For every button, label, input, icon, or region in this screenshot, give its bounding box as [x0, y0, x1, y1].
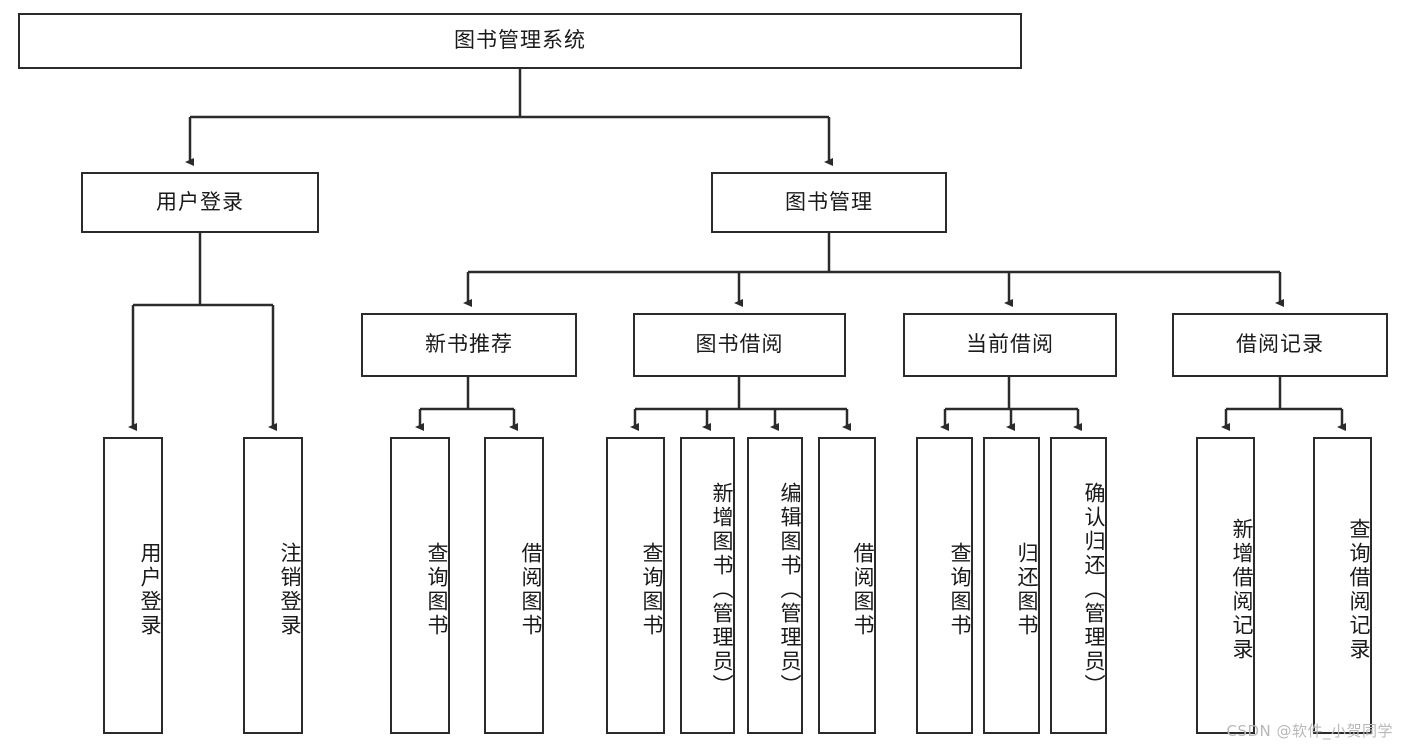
- csdn-watermark: CSDN @软件_小贺同学: [1226, 722, 1393, 740]
- node-leaf-add-book-label: 新增图书（管理员）: [710, 481, 734, 698]
- node-leaf-user-login-label: 用户登录: [138, 541, 162, 638]
- node-leaf-borrow-book-1-label: 借阅图书: [519, 541, 543, 638]
- node-book-borrow[interactable]: 图书借阅: [633, 313, 846, 377]
- node-leaf-query-book-2-label: 查询图书: [640, 541, 664, 638]
- node-leaf-confirm-return-label: 确认归还（管理员）: [1082, 481, 1106, 698]
- node-new-book-rec-label: 新书推荐: [425, 332, 513, 357]
- node-leaf-query-book-2[interactable]: 查询图书: [606, 437, 665, 734]
- node-leaf-confirm-return[interactable]: 确认归还（管理员）: [1050, 437, 1107, 734]
- node-leaf-query-record-label: 查询借阅记录: [1347, 517, 1371, 662]
- node-borrow-record-label: 借阅记录: [1236, 332, 1324, 357]
- node-leaf-borrow-book-2-label: 借阅图书: [851, 541, 875, 638]
- node-leaf-return-book[interactable]: 归还图书: [983, 437, 1040, 734]
- node-borrow-record[interactable]: 借阅记录: [1172, 313, 1388, 377]
- node-leaf-user-logout-label: 注销登录: [278, 541, 302, 638]
- node-leaf-edit-book-label: 编辑图书（管理员）: [778, 481, 802, 698]
- node-leaf-user-logout[interactable]: 注销登录: [243, 437, 303, 734]
- node-book-manage-label: 图书管理: [785, 189, 873, 214]
- node-leaf-query-book-1[interactable]: 查询图书: [390, 437, 450, 734]
- node-leaf-add-record[interactable]: 新增借阅记录: [1196, 437, 1255, 734]
- node-leaf-user-login[interactable]: 用户登录: [103, 437, 163, 734]
- node-root-label: 图书管理系统: [454, 28, 586, 53]
- node-user-login[interactable]: 用户登录: [81, 172, 319, 233]
- node-leaf-query-book-3[interactable]: 查询图书: [916, 437, 973, 734]
- node-book-manage[interactable]: 图书管理: [711, 172, 947, 233]
- node-book-borrow-label: 图书借阅: [695, 332, 784, 357]
- node-leaf-query-book-3-label: 查询图书: [948, 541, 972, 638]
- node-user-login-label: 用户登录: [156, 189, 244, 214]
- node-leaf-borrow-book-1[interactable]: 借阅图书: [484, 437, 544, 734]
- node-root[interactable]: 图书管理系统: [18, 13, 1022, 69]
- node-leaf-query-record[interactable]: 查询借阅记录: [1313, 437, 1372, 734]
- node-leaf-return-book-label: 归还图书: [1015, 541, 1039, 638]
- node-leaf-add-book[interactable]: 新增图书（管理员）: [680, 437, 735, 734]
- node-leaf-edit-book[interactable]: 编辑图书（管理员）: [747, 437, 803, 734]
- node-leaf-add-record-label: 新增借阅记录: [1230, 517, 1254, 662]
- node-current-borrow-label: 当前借阅: [966, 332, 1054, 357]
- node-current-borrow[interactable]: 当前借阅: [903, 313, 1117, 377]
- node-new-book-rec[interactable]: 新书推荐: [361, 313, 577, 377]
- node-leaf-borrow-book-2[interactable]: 借阅图书: [818, 437, 876, 734]
- node-leaf-query-book-1-label: 查询图书: [425, 541, 449, 638]
